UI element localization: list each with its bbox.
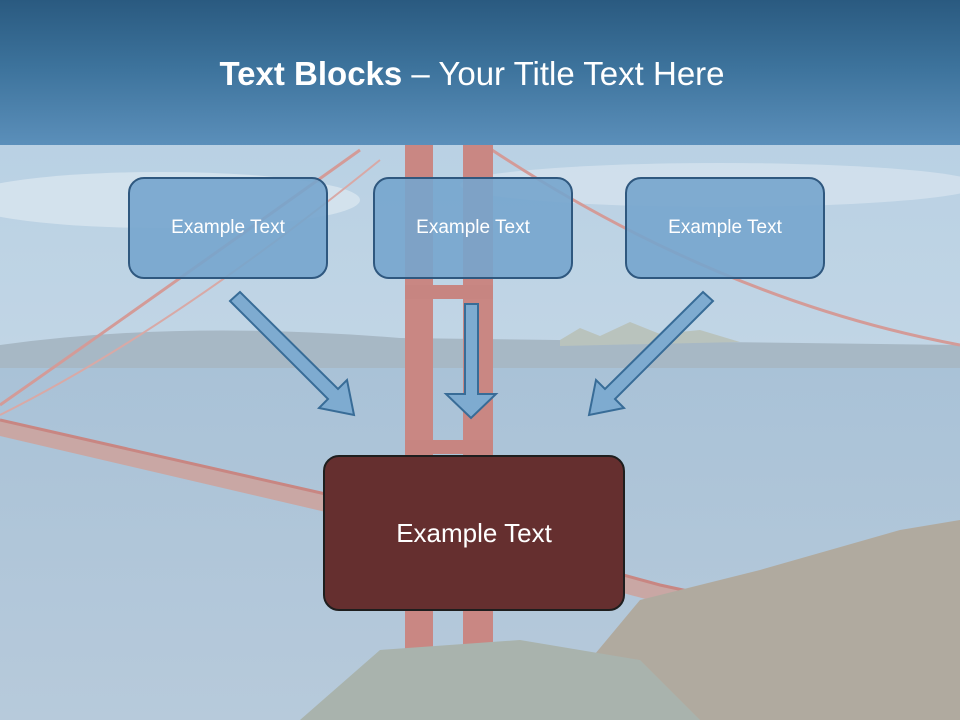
slide-title: Text Blocks – Your Title Text Here <box>0 54 944 94</box>
text-block-3[interactable]: Example Text <box>625 177 825 279</box>
arrow-middle <box>443 303 499 420</box>
title-bar: Text Blocks – Your Title Text Here <box>0 0 960 145</box>
title-rest: – Your Title Text Here <box>402 55 725 92</box>
center-text-block[interactable]: Example Text <box>323 455 625 611</box>
arrow-left <box>228 290 356 417</box>
title-bold: Text Blocks <box>219 55 403 92</box>
text-block-1[interactable]: Example Text <box>128 177 328 279</box>
text-block-2[interactable]: Example Text <box>373 177 573 279</box>
arrow-right <box>587 290 715 417</box>
